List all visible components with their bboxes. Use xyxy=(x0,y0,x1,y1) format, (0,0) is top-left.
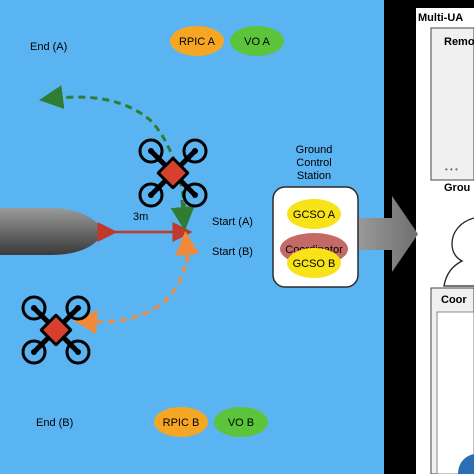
svg-text:VO B: VO B xyxy=(228,417,254,429)
flight-path-a xyxy=(39,85,187,223)
operator-person-icon xyxy=(443,217,474,287)
drone-a: A xyxy=(140,140,206,206)
remote-section xyxy=(430,27,474,181)
panel-title: Multi-UA xyxy=(418,12,463,24)
drone-b-letter: B xyxy=(51,323,62,340)
gcso-a-badge: GCSO A xyxy=(287,199,341,229)
end-b-label: End (B) xyxy=(36,417,73,429)
start-b-label: Start (B) xyxy=(212,246,253,258)
start-a-label: Start (A) xyxy=(212,216,253,228)
svg-text:GCSO B: GCSO B xyxy=(293,258,336,270)
end-a-label: End (A) xyxy=(30,41,67,53)
gcs-title-line3: Station xyxy=(297,170,331,182)
remote-section-label: Remo xyxy=(444,36,474,48)
gcs-title-line1: Ground xyxy=(296,144,333,156)
rpic-a-badge: RPIC A xyxy=(170,26,224,56)
gcso-b-badge-drawn: GCSO B xyxy=(287,248,341,278)
vo-a-badge: VO A xyxy=(230,26,284,56)
transfer-arrow xyxy=(355,196,418,272)
drone-a-letter: A xyxy=(168,166,179,183)
gcs-title-line2: Control xyxy=(296,157,331,169)
start-arrow-a xyxy=(170,199,195,231)
start-arrow-b xyxy=(175,231,200,263)
multi-ua-panel: Multi-UA Remo • • • Grou Coor xyxy=(416,8,474,474)
ground-section-label: Grou xyxy=(444,182,470,194)
coordinator-person-icon xyxy=(458,454,474,474)
svg-text:RPIC B: RPIC B xyxy=(163,417,200,429)
coordinator-inner-box xyxy=(436,311,474,474)
coordinator-section-label: Coor xyxy=(441,294,467,306)
drone-b: B xyxy=(23,297,89,363)
svg-text:VO A: VO A xyxy=(244,36,270,48)
vo-b-badge: VO B xyxy=(214,407,268,437)
panel-ellipsis: • • • xyxy=(445,165,458,174)
svg-text:GCSO A: GCSO A xyxy=(293,209,336,221)
svg-text:RPIC A: RPIC A xyxy=(179,36,216,48)
rpic-b-badge: RPIC B xyxy=(154,407,208,437)
distance-label: 3m xyxy=(133,211,148,223)
